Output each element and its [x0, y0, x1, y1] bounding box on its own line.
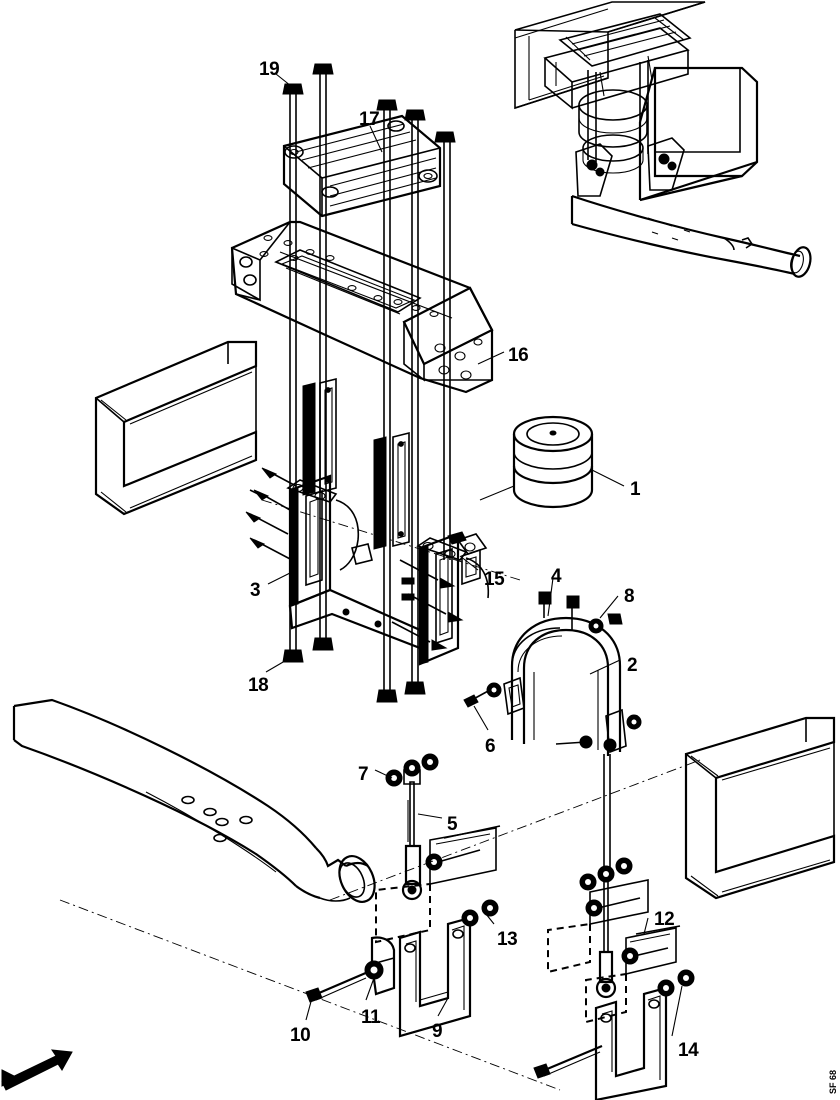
figure-number: SF 68: [828, 1069, 838, 1094]
callout-13: 13: [497, 929, 518, 950]
callout-7: 7: [358, 764, 369, 785]
callout-10: 10: [290, 1025, 311, 1046]
lower-hanger-bracket-3: [286, 474, 490, 666]
front-axle-beam: [12, 698, 376, 903]
u-shaped-axle-clamp-9: [398, 899, 499, 1038]
callout-6: 6: [485, 736, 496, 757]
callout-17: 17: [359, 109, 380, 130]
mounting-plate-left: [375, 825, 501, 944]
callout-12: 12: [654, 909, 675, 930]
callout-5: 5: [447, 814, 458, 835]
construction-lines: [59, 499, 701, 1091]
callout-14: 14: [678, 1040, 699, 1061]
forward-direction-arrow: [1, 1049, 73, 1091]
arched-saddle-bracket-2: [463, 591, 642, 880]
frame-rail-channel-right: [684, 716, 836, 900]
air-spring-bellows-1: [512, 415, 594, 509]
callout-16: 16: [508, 345, 529, 366]
u-shaped-axle-clamp-right: [533, 969, 695, 1100]
leader-lines: [265, 73, 683, 1037]
callout-11: 11: [361, 1007, 381, 1028]
shock-absorber-5: [385, 753, 439, 901]
callout-1: 1: [630, 479, 641, 500]
callout-9: 9: [432, 1021, 443, 1042]
pivot-pin-bushing-15: [447, 531, 488, 586]
callout-15: 15: [484, 569, 505, 590]
small-knuckle-bracket-11: [305, 936, 396, 1003]
spacer-plate-group: [302, 377, 410, 550]
callout-4: 4: [551, 566, 562, 587]
callout-2: 2: [627, 655, 638, 676]
assembly-direction-arrows: [245, 467, 464, 651]
suspension-crossmember-16: [230, 220, 494, 394]
callout-3: 3: [250, 580, 261, 601]
shock-rod-right: [579, 857, 633, 999]
callout-19: 19: [259, 59, 280, 80]
assembled-view-group: [514, 1, 812, 278]
callout-18: 18: [248, 675, 269, 696]
upper-clamp-beam-17: [282, 114, 442, 218]
frame-rail-channel-left: [94, 340, 258, 516]
callout-8: 8: [624, 586, 635, 607]
